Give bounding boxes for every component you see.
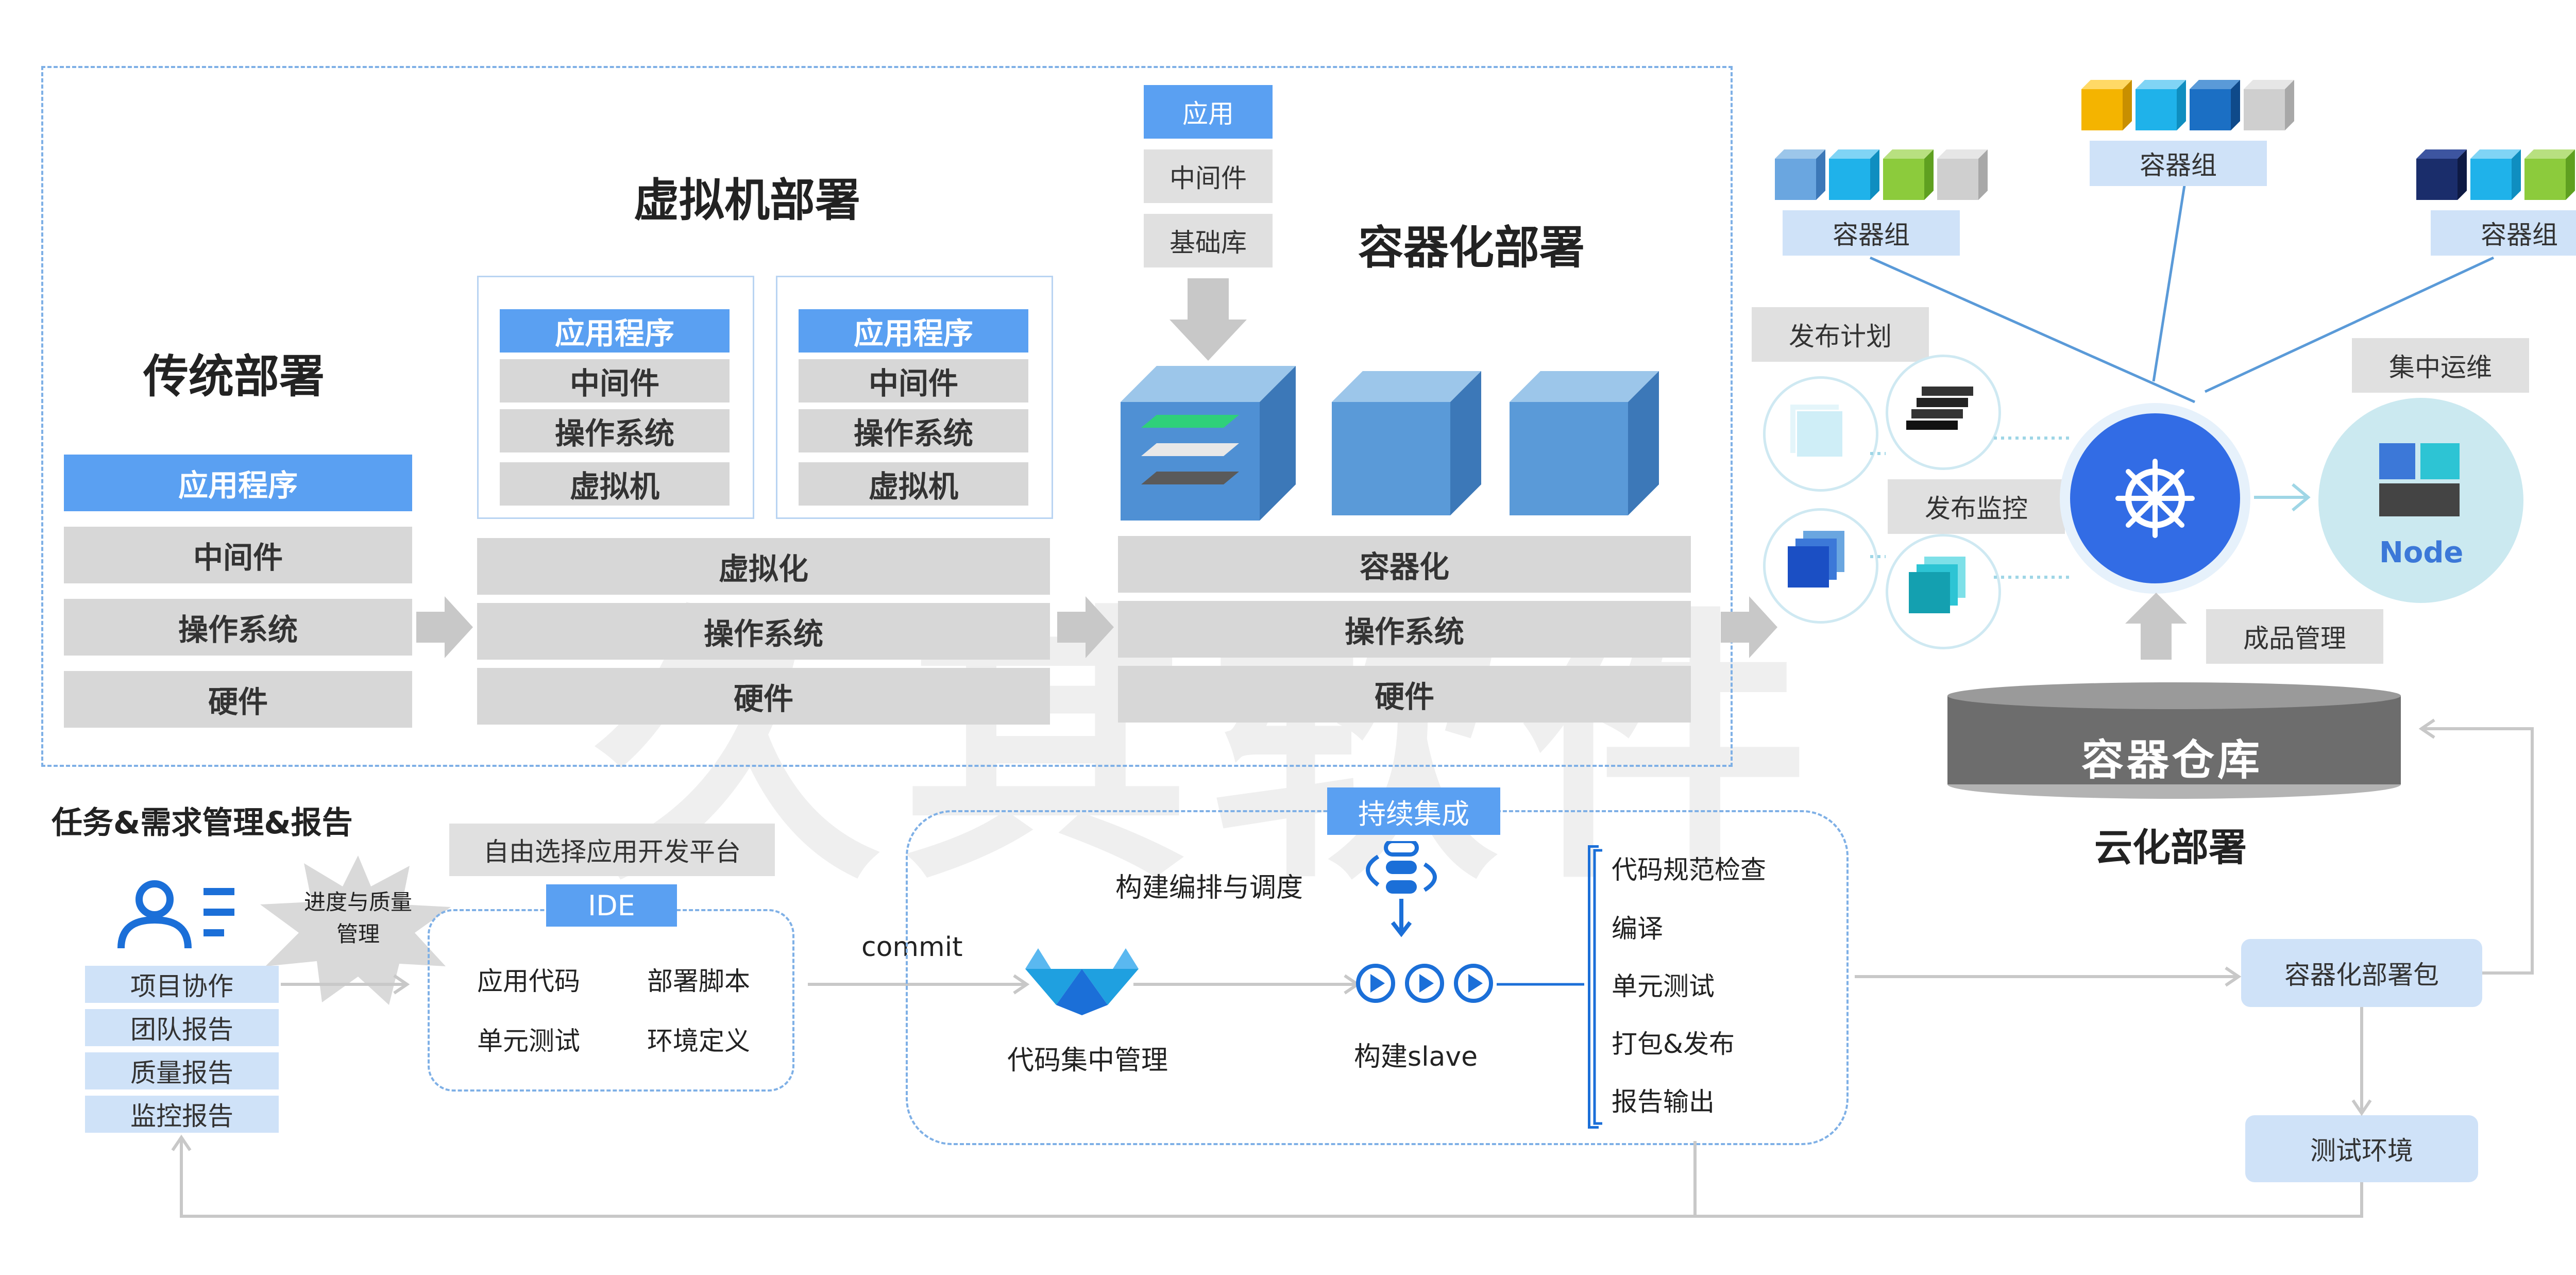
release-monitor-label: 发布监控 [1888,479,2065,534]
arrow-up-registry [2125,593,2187,660]
test-env-box[interactable]: 测试环境 [2245,1115,2478,1182]
build-slave-icons [1356,964,1493,1003]
ide-item-deploy-script: 部署脚本 [647,966,750,996]
arrow-right-1 [416,596,473,658]
node-panel-blue [2379,443,2415,479]
vm-title: 虚拟机部署 [634,174,861,227]
ci-step-lint: 代码规范检查 [1612,855,1766,885]
traditional-title: 传统部署 [143,350,325,403]
vm1-middleware-layer: 中间件 [500,359,730,402]
vm1-os-layer: 操作系统 [500,409,730,452]
pod-group-3-icon [2416,149,2575,200]
node-panel-cyan [2420,443,2460,479]
task-item-quality-report[interactable]: 质量报告 [85,1052,279,1089]
vm-virtualization-layer: 虚拟化 [477,538,1050,595]
layers-icon-light [1795,410,1844,458]
artifact-mgmt-label: 成品管理 [2206,609,2383,664]
cloud-deploy-title: 云化部署 [2094,826,2247,870]
container-cube-1 [1121,366,1296,521]
container-hardware-layer: 硬件 [1118,666,1691,723]
steps-bracket-line [1588,845,1599,1129]
scm-label: 代码集中管理 [1007,1045,1168,1076]
deploy-package-box[interactable]: 容器化部署包 [2241,939,2482,1007]
pod-group-2-label: 容器组 [2090,141,2267,186]
gitlab-icon [1025,948,1139,1015]
task-item-team-report[interactable]: 团队报告 [85,1009,279,1046]
container-cube-3 [1510,371,1659,515]
commit-label: commit [861,932,963,963]
vm2-middleware-layer: 中间件 [799,359,1028,402]
badge-text: 进度与质量管理 [303,890,412,947]
user-team-icon [117,880,234,949]
container-registry-label: 容器仓库 [2081,736,2263,785]
ci-step-compile: 编译 [1612,914,1663,944]
task-item-monitor-report[interactable]: 监控报告 [85,1096,279,1133]
vm2-app-layer: 应用程序 [799,309,1028,353]
steps-bracket [1497,849,1602,1125]
vm2-virtual-machine-layer: 虚拟机 [799,462,1028,506]
arrow-task-to-ide [281,974,410,995]
image-baselib-layer: 基础库 [1144,214,1273,267]
top-region-border [41,66,1733,767]
ide-label: IDE [546,884,677,927]
image-middleware-layer: 中间件 [1144,149,1273,203]
orchestration-icon [1366,841,1437,937]
container-title: 容器化部署 [1358,221,1585,274]
pod-group-1-icon [1775,149,1988,200]
ide-item-app-code: 应用代码 [477,966,580,996]
pod-group-3-label: 容器组 [2431,210,2576,256]
ci-label: 持续集成 [1327,787,1500,835]
arrow-down-image [1170,278,1247,361]
task-item-project[interactable]: 项目协作 [85,966,279,1003]
node-label: Node [2379,536,2464,569]
arrow-to-node [2254,483,2311,512]
dotted-connectors [1870,437,2071,579]
layers-icon-teal [1909,557,1965,613]
vm-guest-frame-1 [477,276,754,519]
container-engine-layer: 容器化 [1118,536,1691,593]
node-panel-dark [2379,483,2460,516]
vm2-os-layer: 操作系统 [799,409,1028,452]
container-registry-cylinder [1947,682,2401,799]
image-app-layer: 应用 [1144,85,1273,139]
ci-step-package: 打包&发布 [1612,1029,1735,1059]
arrow-right-3 [1721,596,1777,658]
traditional-app-layer: 应用程序 [64,455,412,511]
traditional-hardware-layer: 硬件 [64,671,412,728]
arrow-right-2 [1057,596,1114,658]
pod-group-2-icon [2081,80,2294,130]
vm1-app-layer: 应用程序 [500,309,730,353]
stack-icon-dark [1906,387,1973,430]
container-cube-2 [1332,371,1481,515]
arrow-ci-to-package [1855,966,2242,987]
pod-connector-lines [1869,185,2495,404]
central-ops-label: 集中运维 [2352,338,2529,393]
vm-hardware-layer: 硬件 [477,668,1050,725]
layers-icon-blue [1788,531,1844,588]
ide-item-unit-test: 单元测试 [477,1026,580,1056]
ci-step-report: 报告输出 [1612,1087,1715,1117]
progress-quality-badge [260,855,451,1005]
task-title: 任务&需求管理&报告 [52,805,353,841]
dev-platform-label: 自由选择应用开发平台 [449,824,775,876]
vm1-virtual-machine-layer: 虚拟机 [500,462,730,506]
ci-step-unit-test: 单元测试 [1612,971,1715,1001]
vm-os-layer: 操作系统 [477,603,1050,660]
traditional-os-layer: 操作系统 [64,599,412,656]
helm-wheel-icon [2115,459,2195,538]
vm-guest-frame-2 [776,276,1053,519]
traditional-middleware-layer: 中间件 [64,527,412,583]
ide-item-env-def: 环境定义 [647,1026,750,1056]
release-plan-label: 发布计划 [1752,307,1929,362]
arrow-commit [808,974,1030,995]
pod-group-1-label: 容器组 [1783,210,1960,256]
build-slave-label: 构建slave [1354,1042,1478,1072]
orchestration-label: 构建编排与调度 [1115,873,1303,903]
container-os-layer: 操作系统 [1118,601,1691,658]
